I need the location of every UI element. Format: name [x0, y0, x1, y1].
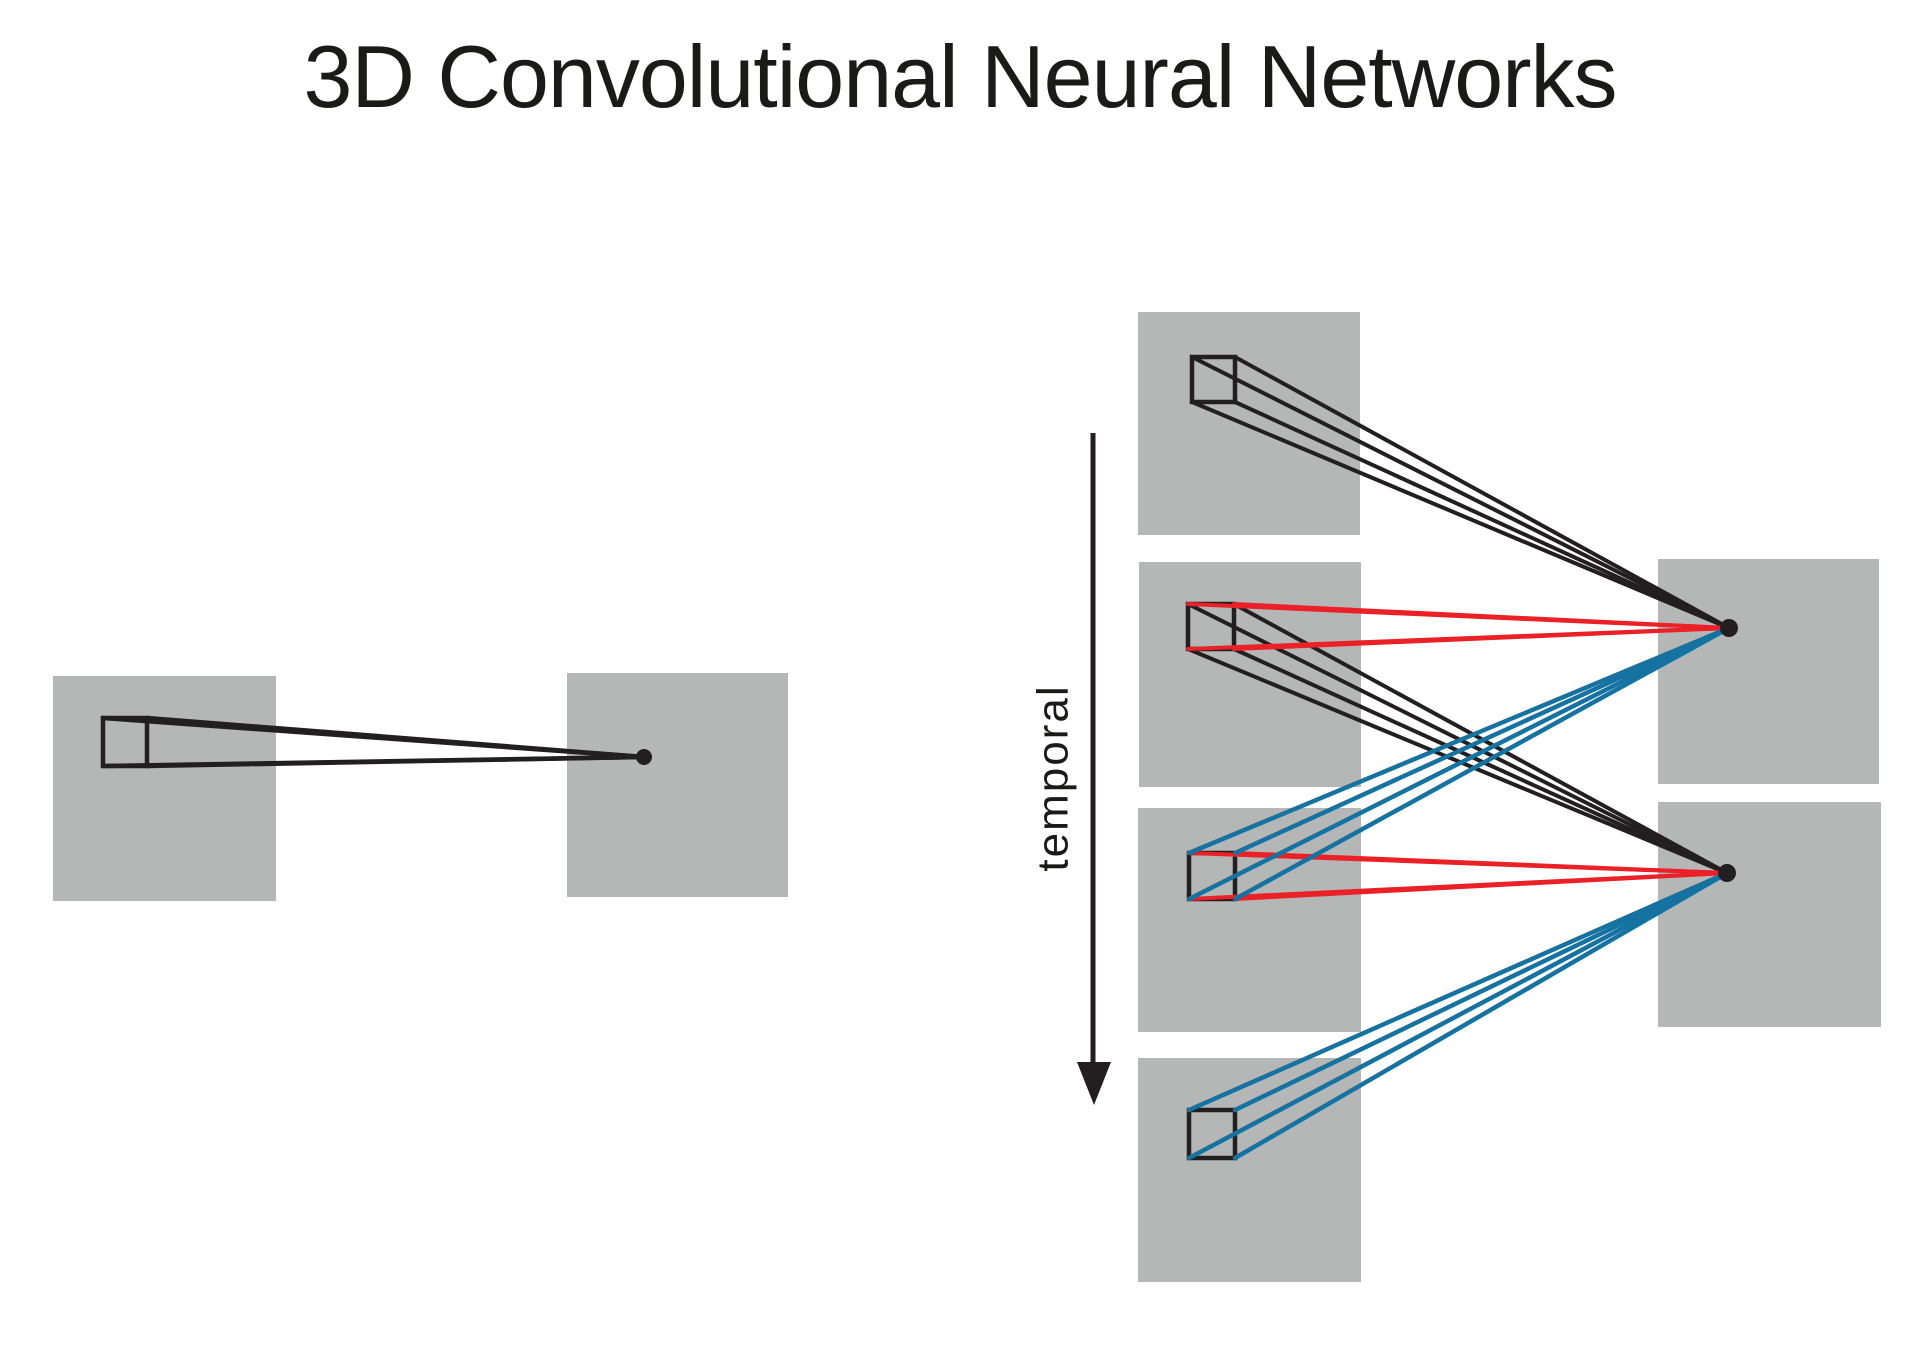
receptive-field-ray	[1232, 626, 1731, 651]
beam-frame4-to-neuron2-blue	[1186, 870, 1730, 1161]
receptive-field-ray	[1186, 870, 1730, 1113]
receptive-field-ray	[1232, 602, 1729, 875]
beam-frame2-to-neuron2-black	[1186, 602, 1729, 875]
output-neuron-1	[1720, 619, 1738, 637]
receptive-field-ray	[1186, 647, 1729, 875]
receptive-field-ray	[144, 754, 647, 769]
receptive-field-ray	[1186, 625, 1732, 902]
page-title: 3D Convolutional Neural Networks	[303, 27, 1617, 126]
3d-convolution-diagram: temporal	[1029, 312, 1881, 1282]
output-neuron	[636, 749, 652, 765]
receptive-field-ray	[1232, 625, 1732, 856]
receptive-field-ray	[1232, 870, 1730, 1161]
temporal-axis-arrow	[1077, 433, 1111, 1105]
receptive-field-ray	[1232, 602, 1731, 630]
output-neuron-2	[1718, 864, 1736, 882]
receptive-field-beam-black	[100, 715, 647, 769]
2d-convolution-diagram	[53, 673, 788, 901]
beam-frame2-to-neuron1-red	[1186, 602, 1731, 651]
input-frame-3	[1138, 808, 1361, 1032]
beam-frame1-to-neuron1-black	[1190, 355, 1731, 630]
receptive-field-ray	[1232, 647, 1729, 875]
receptive-field-ray	[1233, 355, 1731, 630]
receptive-field-ray	[1232, 870, 1730, 1113]
output-feature-map	[567, 673, 788, 897]
input-frame	[53, 676, 276, 901]
receptive-field-ray	[1186, 625, 1732, 856]
arrow-head-icon	[1077, 1062, 1111, 1105]
input-frame-4	[1138, 1058, 1361, 1282]
receptive-field-ray	[1186, 870, 1730, 1161]
receptive-field-ray	[1233, 871, 1729, 901]
receptive-field-ray	[144, 715, 647, 760]
receptive-field-ray	[1190, 355, 1731, 630]
kernel-window	[100, 715, 150, 769]
temporal-label: temporal	[1029, 684, 1078, 871]
beam-frame3-to-neuron1-blue	[1186, 625, 1732, 902]
receptive-field-ray	[1190, 400, 1731, 630]
output-feature-map-2	[1658, 802, 1881, 1027]
output-feature-map-1	[1658, 559, 1879, 784]
receptive-field-ray	[1233, 400, 1731, 630]
receptive-field-ray	[1232, 625, 1732, 902]
